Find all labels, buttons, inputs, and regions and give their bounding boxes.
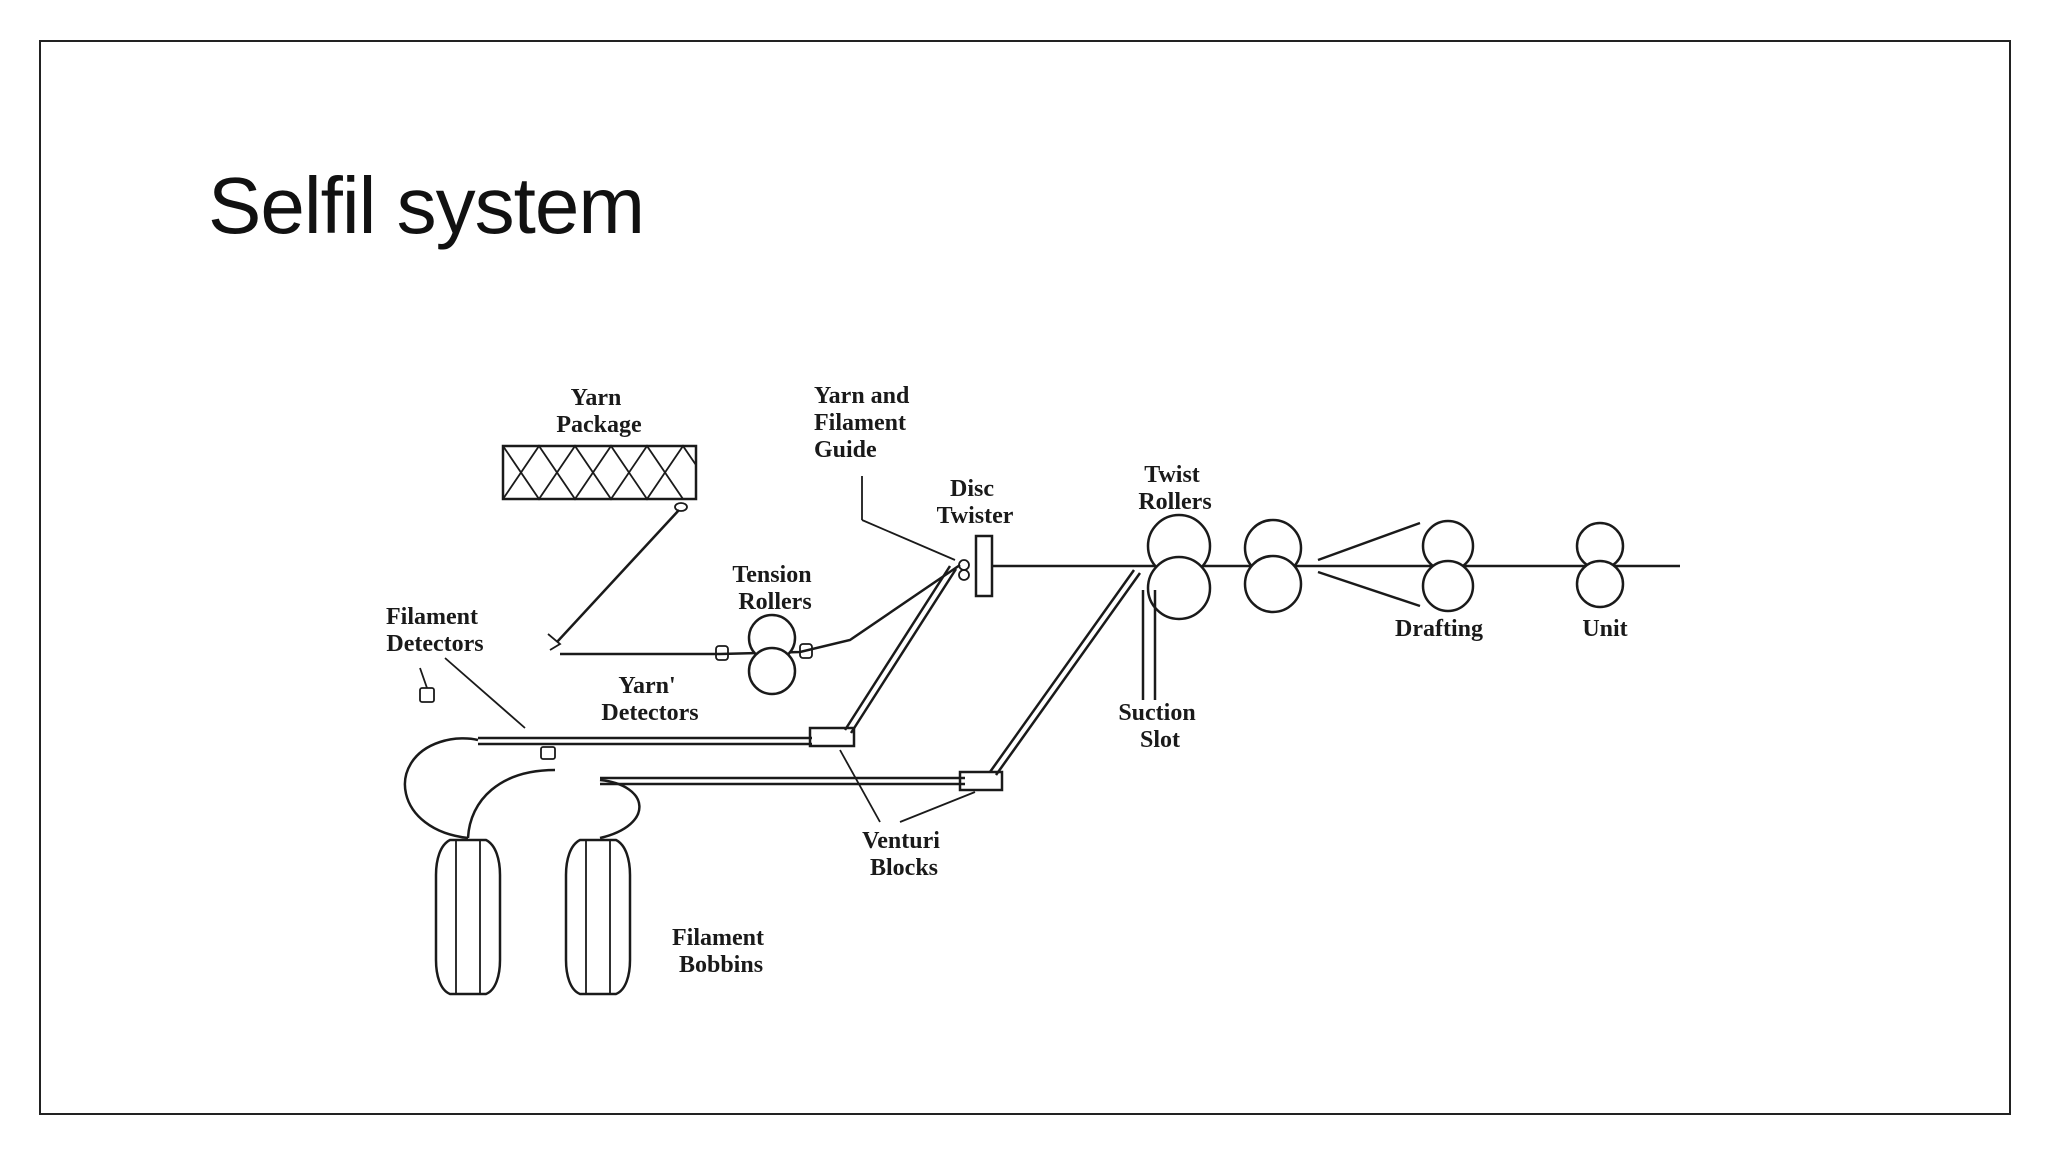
venturi-block-lower xyxy=(600,569,1142,792)
drafting-roller xyxy=(1421,559,1475,613)
label-drafting: Drafting xyxy=(1395,616,1483,642)
filament-bobbin xyxy=(564,838,632,996)
filament-detector-leader xyxy=(444,657,526,729)
label-unit: Unit xyxy=(1582,616,1627,642)
label-filament-bobbins: Filament Bobbins xyxy=(672,925,770,978)
slide-frame xyxy=(39,40,2011,1115)
filament-loop xyxy=(403,737,479,840)
filament-bobbin xyxy=(434,838,502,996)
venturi-leader xyxy=(839,749,881,823)
label-filament-detectors: Filament Detectors xyxy=(386,604,484,657)
filament-loop xyxy=(599,778,641,840)
venturi-block-upper xyxy=(478,565,958,748)
drafting-apron xyxy=(1317,521,1421,608)
label-yarn-detectors: Yarn' Detectors xyxy=(601,673,698,726)
yarn-detector xyxy=(799,643,813,659)
filament-detector-leader xyxy=(419,667,428,689)
venturi-leader xyxy=(899,791,976,823)
disc-twister xyxy=(958,534,994,598)
label-yarn-filament-guide: Yarn and Filament Guide xyxy=(814,383,915,463)
yarn-path-from-package xyxy=(556,509,680,643)
label-yarn-package: Yarn Package xyxy=(556,385,642,438)
filament-detector xyxy=(419,687,435,703)
filament-loop xyxy=(466,768,556,839)
guide-leader xyxy=(861,519,956,561)
label-venturi-blocks: Venturi Blocks xyxy=(862,828,946,881)
label-disc-twister: Disc Twister xyxy=(937,476,1014,529)
twist-roller xyxy=(1146,555,1212,621)
yarn-detector xyxy=(715,645,729,661)
lower-yarn-guide xyxy=(547,633,562,651)
unit-roller xyxy=(1575,559,1625,609)
label-tension-rollers: Tension Rollers xyxy=(732,562,817,615)
tension-roller xyxy=(747,646,797,696)
yarn-package xyxy=(501,444,698,512)
label-suction-slot: Suction Slot xyxy=(1118,700,1201,753)
delivery-roller xyxy=(1243,554,1303,614)
slide-title: Selfil system xyxy=(208,161,645,250)
label-twist-rollers: Twist Rollers xyxy=(1138,462,1211,515)
filament-detector xyxy=(540,746,556,760)
